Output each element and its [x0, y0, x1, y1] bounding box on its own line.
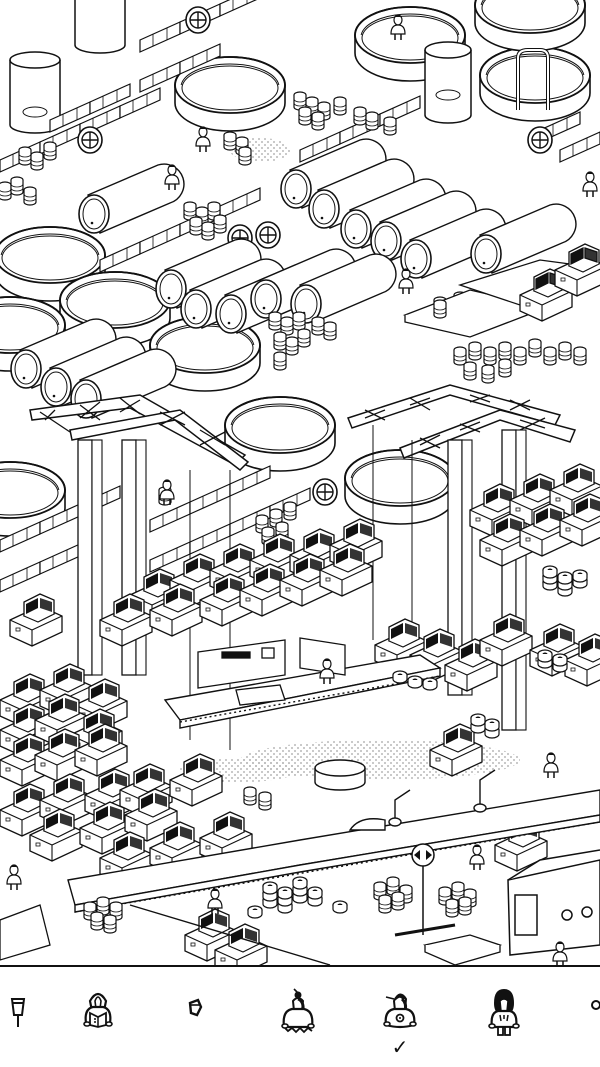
- target-partial-left[interactable]: partially visible item at left edge: [0, 987, 38, 1047]
- conveyor-belts: [67, 654, 600, 965]
- round-platform: [314, 759, 366, 791]
- dark-hair-folk-icon: [488, 989, 520, 1036]
- round-sign: [394, 843, 456, 937]
- scene-divider: [0, 965, 600, 967]
- pipe-smoker-folk-icon: [383, 993, 417, 1029]
- control-desk: [197, 637, 346, 706]
- bag-icon: [188, 998, 203, 1017]
- robot-arms: [348, 769, 496, 831]
- key-tool-icon: [591, 1000, 600, 1010]
- cup-icon: [10, 998, 26, 1027]
- target-pipe-smoker[interactable]: ✓ folk with pipe and badge sweater: [370, 987, 430, 1057]
- target-bun-hair-skirt[interactable]: folk with hair bun and skirt: [268, 987, 328, 1047]
- target-partial-right[interactable]: partially visible item at right edge (ke…: [572, 987, 600, 1047]
- target-small-object[interactable]: small object / bag: [165, 987, 225, 1047]
- hooded-reader-icon: [83, 992, 113, 1028]
- target-bar: partially visible item at left edge hood…: [0, 967, 600, 1067]
- scene-illustration[interactable]: [0, 0, 600, 965]
- container-unit: [507, 849, 600, 956]
- bun-hair-folk-icon: [281, 988, 315, 1034]
- flatbed-trucks: [402, 243, 600, 338]
- tall-cylinders: [9, 0, 550, 134]
- target-dark-hair[interactable]: folk with big dark hair: [474, 987, 534, 1047]
- game-scene[interactable]: [0, 0, 600, 965]
- flatbed-cart: [0, 904, 503, 965]
- target-hooded-reader[interactable]: hooded folk holding a book: [68, 987, 128, 1047]
- found-checkmark: ✓: [391, 1035, 409, 1059]
